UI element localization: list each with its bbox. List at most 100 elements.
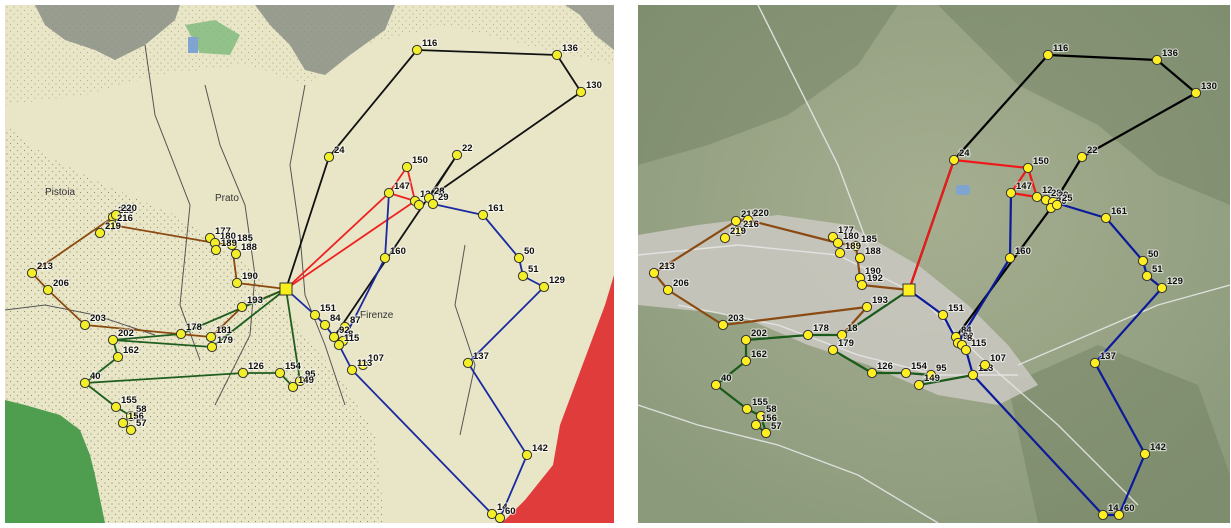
node-189[interactable]: 189 <box>834 240 862 259</box>
node-51[interactable]: 51 <box>517 263 540 282</box>
node-126[interactable]: 126 <box>237 360 265 379</box>
node-142[interactable]: 142 <box>1139 441 1167 460</box>
node-150[interactable]: 150 <box>401 154 429 173</box>
node-203[interactable]: 203 <box>717 312 745 331</box>
node-116[interactable]: 116 <box>1042 42 1069 61</box>
node-126[interactable]: 126 <box>866 360 894 379</box>
node-129[interactable]: 129 <box>1156 275 1184 294</box>
route-black-0[interactable] <box>285 156 330 290</box>
node-203[interactable]: 203 <box>79 312 107 331</box>
node-202[interactable]: 202 <box>107 327 135 346</box>
node-147[interactable]: 147 <box>1005 180 1033 199</box>
node-216[interactable]: 216 <box>732 218 760 237</box>
node-50[interactable]: 50 <box>1137 248 1160 267</box>
node-147[interactable]: 147 <box>383 180 411 199</box>
node-160[interactable]: 160 <box>379 245 407 264</box>
node-161[interactable]: 161 <box>477 202 506 221</box>
node-192[interactable]: 192 <box>856 272 884 291</box>
node-156[interactable]: 156 <box>750 412 778 431</box>
node-213[interactable]: 213 <box>648 260 676 279</box>
node-178[interactable]: 178 <box>802 322 830 341</box>
node-149[interactable]: 149 <box>287 374 315 393</box>
route-red-4[interactable] <box>285 200 416 290</box>
node-115[interactable]: 115 <box>333 332 361 351</box>
node-87[interactable]: 87 <box>339 314 362 333</box>
node-116[interactable]: 116 <box>411 37 438 56</box>
node-155[interactable]: 155 <box>741 396 770 415</box>
depot-marker[interactable] <box>279 282 293 296</box>
node-57[interactable]: 57 <box>125 417 148 436</box>
node-136[interactable]: 136 <box>1151 47 1179 66</box>
node-202[interactable]: 202 <box>740 327 768 346</box>
node-92[interactable]: 92 <box>328 324 351 343</box>
node-188[interactable]: 188 <box>854 245 882 264</box>
node-185[interactable]: 185 <box>226 232 255 251</box>
node-12[interactable]: 12 <box>1031 184 1054 203</box>
node-177[interactable]: 177 <box>827 224 855 243</box>
node-155[interactable]: 155 <box>110 394 139 413</box>
node-160[interactable]: 160 <box>1004 245 1032 264</box>
depot-marker[interactable] <box>902 283 916 297</box>
node-151[interactable]: 151 <box>309 302 338 321</box>
node-162[interactable]: 162 <box>740 348 768 367</box>
route-green-5[interactable] <box>714 289 910 435</box>
node-25[interactable]: 25 <box>1051 192 1074 211</box>
node-219[interactable]: 219 <box>94 220 122 239</box>
node-190[interactable]: 190 <box>231 270 259 289</box>
node-193[interactable]: 193 <box>236 294 264 313</box>
node-215[interactable]: 215 <box>730 208 759 227</box>
node-213[interactable]: 213 <box>26 260 54 279</box>
node-137[interactable]: 137 <box>462 350 490 369</box>
node-220[interactable]: 220 <box>742 207 770 226</box>
node-178[interactable]: 178 <box>175 321 203 340</box>
node-22[interactable]: 22 <box>451 142 474 161</box>
node-161[interactable]: 161 <box>1100 205 1129 224</box>
node-130[interactable]: 130 <box>575 79 603 98</box>
node-40[interactable]: 40 <box>710 372 733 391</box>
node-220[interactable]: 220 <box>110 202 138 221</box>
node-181[interactable]: 181 <box>205 324 234 343</box>
node-115[interactable]: 115 <box>960 337 988 356</box>
node-95[interactable]: 95 <box>294 368 317 387</box>
node-189[interactable]: 189 <box>210 237 238 256</box>
node-24[interactable]: 24 <box>323 144 346 163</box>
node-179[interactable]: 179 <box>827 337 855 356</box>
node-142[interactable]: 142 <box>521 442 549 461</box>
node-193[interactable]: 193 <box>861 294 889 313</box>
node-154[interactable]: 154 <box>274 360 303 379</box>
node-58[interactable]: 58 <box>755 403 778 422</box>
node-129[interactable]: 129 <box>538 274 566 293</box>
node-58[interactable]: 58 <box>125 403 148 422</box>
node-154[interactable]: 154 <box>900 360 929 379</box>
node-188[interactable]: 188 <box>230 241 258 260</box>
node-156[interactable]: 156 <box>117 410 145 429</box>
node-84[interactable]: 84 <box>319 312 342 331</box>
node-40[interactable]: 40 <box>79 370 102 389</box>
node-216[interactable]: 216 <box>106 212 134 231</box>
node-149[interactable]: 149 <box>913 372 941 391</box>
node-113[interactable]: 113 <box>346 357 373 376</box>
node-14[interactable]: 14 <box>486 501 509 520</box>
node-24[interactable]: 24 <box>948 147 971 166</box>
node-180[interactable]: 180 <box>209 230 237 249</box>
node-50[interactable]: 50 <box>513 245 536 264</box>
node-219[interactable]: 219 <box>719 225 747 244</box>
node-206[interactable]: 206 <box>42 277 70 296</box>
route-green-10[interactable] <box>84 288 301 388</box>
node-18[interactable]: 18 <box>836 322 859 341</box>
node-57[interactable]: 57 <box>760 420 783 439</box>
node-185[interactable]: 185 <box>850 233 879 252</box>
node-51[interactable]: 51 <box>1141 263 1164 282</box>
node-150[interactable]: 150 <box>1022 155 1050 174</box>
node-28[interactable]: 28 <box>423 185 446 204</box>
node-95[interactable]: 95 <box>925 362 948 381</box>
node-22[interactable]: 22 <box>1076 144 1099 163</box>
node-137[interactable]: 137 <box>1089 350 1117 369</box>
node-136[interactable]: 136 <box>551 42 579 61</box>
node-180[interactable]: 180 <box>832 230 860 249</box>
node-130[interactable]: 130 <box>1190 80 1218 99</box>
